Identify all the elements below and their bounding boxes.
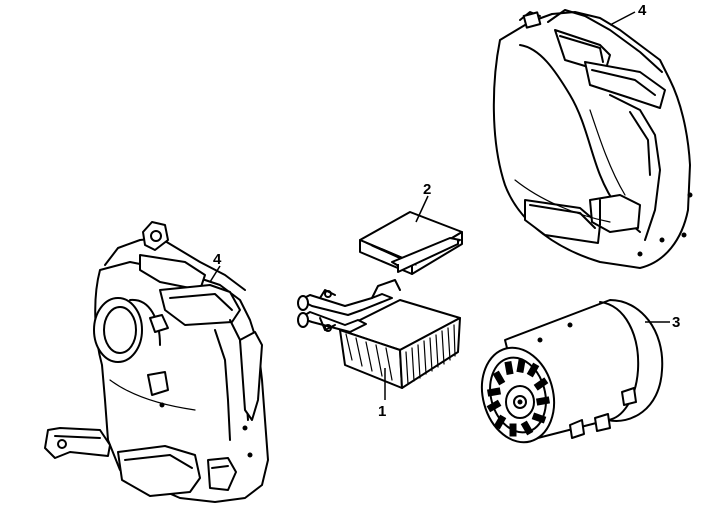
leader-lines [209, 11, 670, 400]
heater-core-fins [345, 324, 456, 385]
heater-core [297, 279, 461, 389]
blower-motor [480, 299, 664, 444]
callout-heater-core: 1 [378, 403, 386, 420]
callout-housing-left: 4 [213, 251, 222, 268]
housing-left [44, 221, 269, 503]
callout-housing-upper-right: 4 [638, 2, 647, 19]
callout-air-filter: 2 [423, 181, 431, 198]
housing-upper-right [492, 9, 693, 269]
callouts: 1 2 3 4 4 [213, 2, 680, 420]
blower-motor-vents [486, 358, 551, 437]
callout-blower-motor: 3 [672, 314, 680, 331]
leader-4-upper [609, 11, 636, 26]
leader-2 [415, 195, 429, 223]
air-filter [359, 211, 463, 275]
leader-4-left [209, 265, 221, 283]
